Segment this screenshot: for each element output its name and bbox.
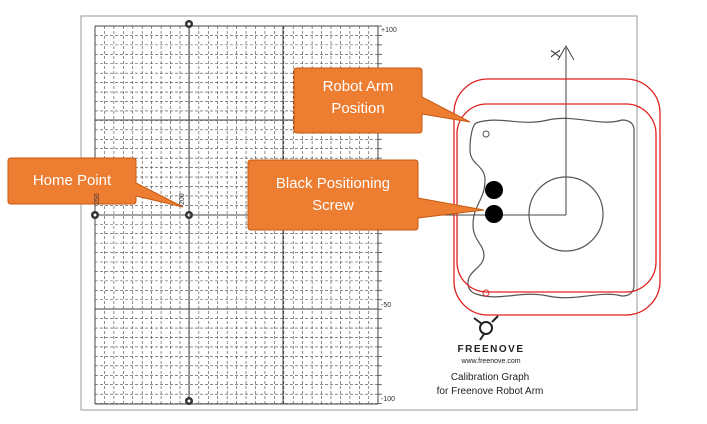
brand-name: FREENOVE [457,344,525,355]
base-hole-bottom [482,289,490,297]
axis-label-minus-100: -100 [381,396,396,403]
axis-label-250: 250 [94,193,101,205]
axis-label-plus-100: +100 [381,27,397,34]
caption-line2: for Freenove Robot Arm [436,386,544,397]
callout-black-screw-line2: Screw [312,197,354,214]
freenove-logo-icon [473,315,499,341]
brand-url: www.freenove.com [461,358,521,365]
callout-home-point-text: Home Point [32,172,112,189]
caption-line1: Calibration Graph [450,372,530,383]
black-screw-upper [485,181,503,199]
base-hole-top [482,130,490,138]
registration-marks [91,20,193,405]
robot-arm-outline-outer [453,78,661,316]
callout-home-point [7,157,184,208]
callout-black-screw-text: Black Positioning Screw [248,173,418,217]
robot-base-center-circle [528,176,604,252]
callout-black-screw-line1: Black Positioning [275,175,391,192]
black-screw-lower [485,205,503,223]
x-axis-label: X [548,49,563,58]
callout-robot-arm-line1: Robot Arm [322,78,394,95]
axis-label-minus-50: -50 [381,302,392,309]
axis-label-200: 200 [179,193,186,205]
callout-robot-arm [293,67,471,134]
callout-black-screw [247,159,485,231]
x-axis-arrow [557,44,575,61]
robot-base-outline [467,117,635,299]
robot-arm-outline-inner [456,103,657,293]
callout-robot-arm-text: Robot Arm Position [294,76,422,120]
callout-robot-arm-line2: Position [331,100,385,117]
